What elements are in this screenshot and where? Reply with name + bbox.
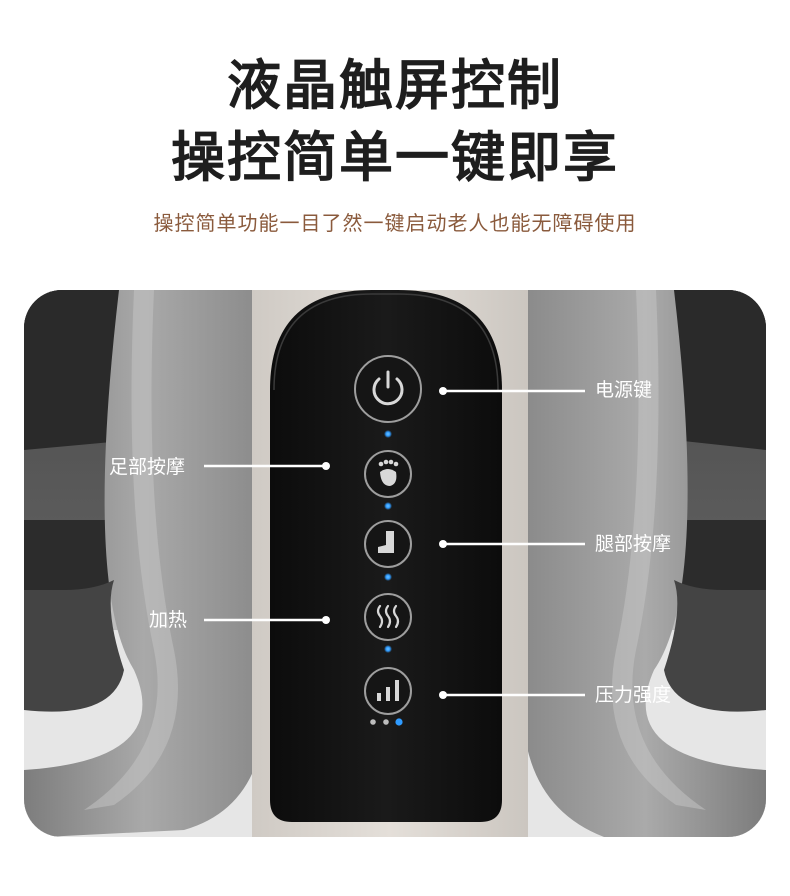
page-title-line1: 液晶触屏控制 xyxy=(227,54,563,117)
foot-indicator xyxy=(384,502,392,510)
leg-massage-button[interactable] xyxy=(364,520,412,568)
label-foot-massage: 足部按摩 xyxy=(109,456,186,478)
callout-dots xyxy=(322,387,447,699)
label-heat: 加热 xyxy=(149,609,188,631)
power-icon xyxy=(372,370,404,406)
heat-waves-icon xyxy=(376,604,400,629)
leg-boot-icon xyxy=(378,531,394,553)
label-pressure: 压力强度 xyxy=(595,684,672,706)
pressure-level-dot xyxy=(370,719,376,725)
foot-print-icon xyxy=(378,459,399,486)
pressure-level-dot xyxy=(395,718,403,726)
callout-lines xyxy=(204,389,585,697)
label-power: 电源键 xyxy=(595,379,653,401)
heat-button[interactable] xyxy=(364,593,412,641)
foot-massage-button[interactable] xyxy=(364,450,412,498)
pressure-button[interactable] xyxy=(364,667,412,715)
signal-bars-icon xyxy=(377,680,399,701)
pressure-level-indicator xyxy=(370,718,403,726)
page-title-line2: 操控简单一键即享 xyxy=(171,126,619,189)
heat-indicator xyxy=(384,645,392,653)
pressure-level-dot xyxy=(383,719,389,725)
label-leg-massage: 腿部按摩 xyxy=(595,533,672,555)
page-subtitle: 操控简单功能一目了然一键启动老人也能无障碍使用 xyxy=(153,211,637,235)
power-button[interactable] xyxy=(354,355,422,423)
leg-indicator xyxy=(384,573,392,581)
power-indicator xyxy=(384,430,392,438)
product-photo: 电源键 足部按摩 腿部按摩 加热 压力强度 xyxy=(24,290,766,837)
